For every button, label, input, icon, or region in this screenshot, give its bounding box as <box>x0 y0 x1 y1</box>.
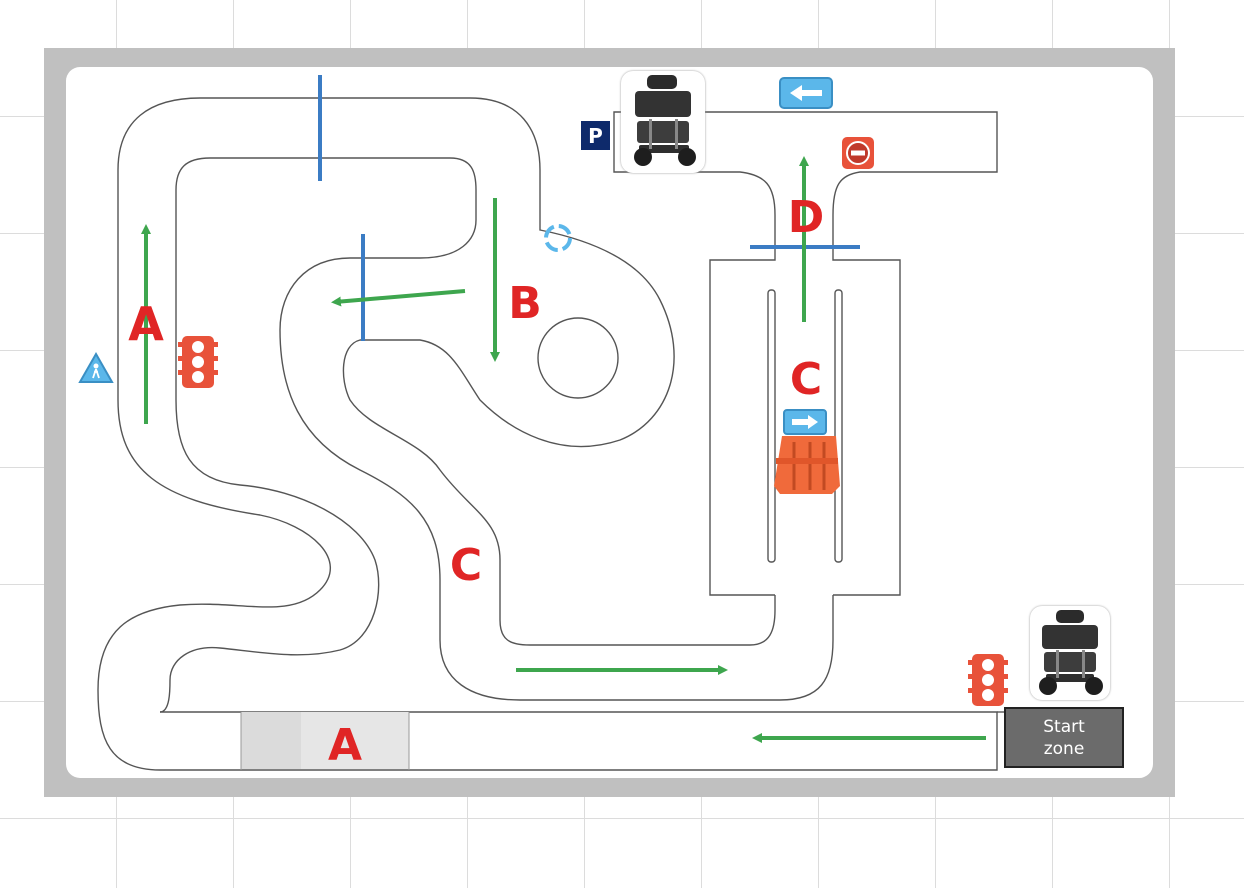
roundabout-island <box>537 317 619 399</box>
path-arrows <box>141 156 986 743</box>
no-entry-icon <box>842 137 874 169</box>
pedestrian-crossing-icon <box>78 351 114 383</box>
zone-label-a-bottom: A <box>328 720 362 771</box>
path-arrow-center-left <box>331 289 466 307</box>
parking-sign-label: P <box>588 123 603 148</box>
zone-label-c-left: C <box>450 540 482 591</box>
checkpoint-lines <box>318 75 860 341</box>
road-barrier-icon <box>774 436 840 494</box>
robot-icon <box>1030 606 1110 700</box>
zone-label-d: D <box>788 192 825 243</box>
left-loop-road <box>97 97 675 771</box>
robot-icon <box>621 71 705 173</box>
left-arrow-sign-icon <box>779 77 833 109</box>
start-zone-label: Start zone <box>1043 716 1085 759</box>
zone-label-b: B <box>508 278 542 329</box>
zone-label-c-right: C <box>790 354 822 405</box>
start-zone: Start zone <box>1004 707 1124 768</box>
right-arrow-sign-icon <box>783 409 827 435</box>
traffic-light-icon <box>178 336 218 388</box>
roundabout-icon <box>544 224 572 252</box>
parking-sign-icon: P <box>580 120 611 151</box>
track-board <box>66 67 1153 778</box>
lower-connector-road <box>499 595 834 701</box>
bottom-road <box>160 711 998 771</box>
zone-label-a-left: A <box>128 297 164 351</box>
traffic-light-icon <box>968 654 1008 706</box>
right-tunnel-area <box>613 111 998 596</box>
